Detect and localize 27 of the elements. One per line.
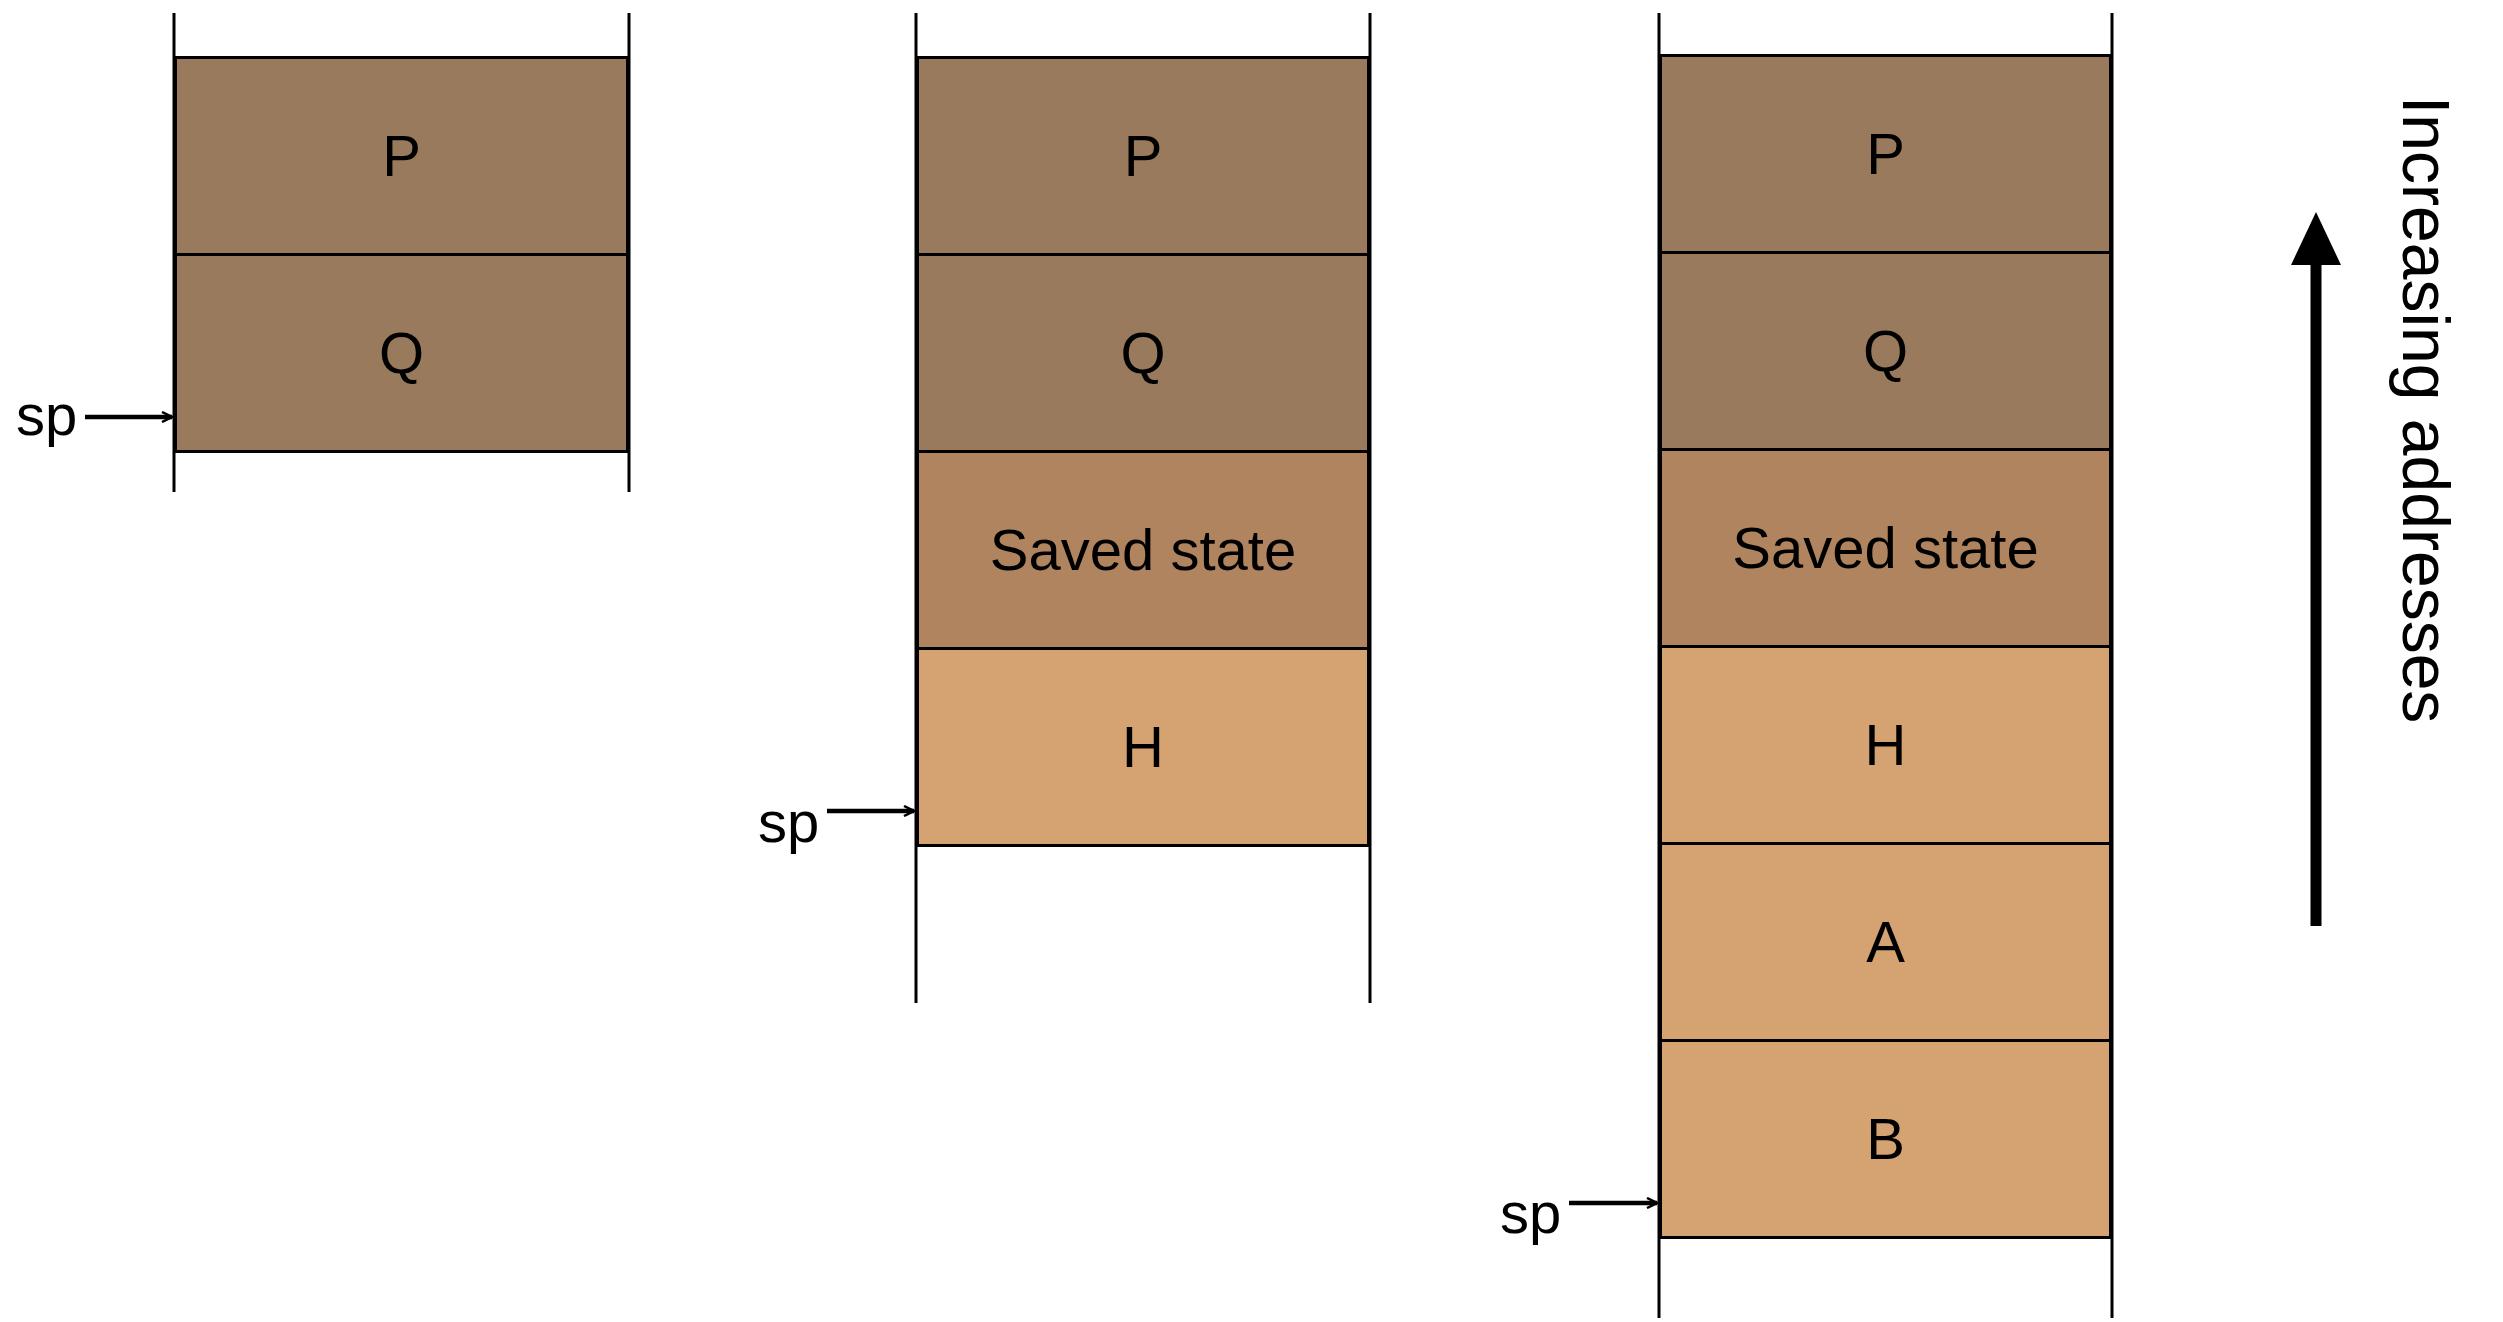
stack-cell [1659, 54, 2112, 254]
cell-label: H [1864, 716, 1907, 774]
stack-cell [1659, 645, 2112, 845]
cell-label: Saved state [989, 521, 1297, 579]
cell-label: P [1123, 127, 1163, 185]
stack-cell [1659, 842, 2112, 1042]
cell-label: Q [378, 324, 425, 382]
cell-label: P [1866, 125, 1905, 183]
stack-cell [1659, 251, 2112, 451]
stack-cell [1659, 448, 2112, 648]
stack-cell [916, 450, 1370, 650]
stack-cell [1659, 1039, 2112, 1239]
pointer-arrow [85, 410, 174, 424]
cell-label: B [1866, 1110, 1905, 1168]
cell-label: Q [1120, 324, 1166, 382]
stack-cell [174, 56, 629, 256]
stack-cell [916, 647, 1370, 847]
stack-cell [916, 56, 1370, 256]
stack-cell [916, 253, 1370, 453]
cell-label: H [1122, 718, 1164, 776]
stack-cell [174, 253, 629, 453]
cell-label: A [1866, 913, 1905, 971]
cell-label: P [382, 127, 421, 185]
cell-label: Saved state [1732, 519, 2039, 577]
pointer-arrow [827, 804, 916, 818]
pointer-arrow [1569, 1196, 1659, 1210]
cell-label: Q [1862, 322, 1909, 380]
